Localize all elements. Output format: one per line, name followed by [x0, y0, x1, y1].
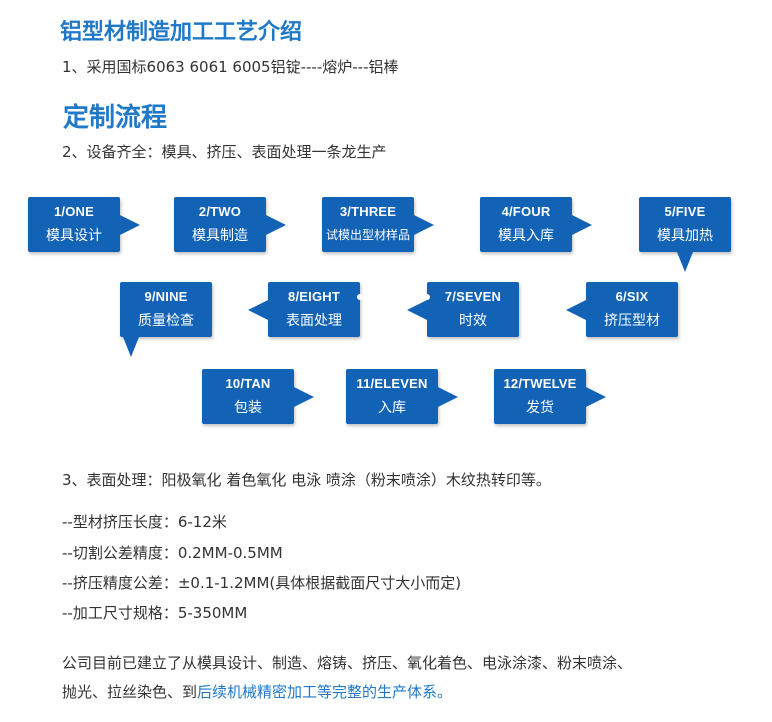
- step-3-number: 3/THREE: [339, 204, 397, 219]
- arrow-down-icon: [677, 252, 693, 272]
- step-5-number: 5/FIVE: [664, 204, 706, 219]
- spec-line: --挤压精度公差：±0.1-1.2MM(具体根据截面尺寸大小而定): [62, 574, 462, 592]
- step-11-number: 11/ELEVEN: [356, 376, 428, 391]
- arrow-right-icon: [266, 215, 286, 235]
- surface-treatment-line: 3、表面处理：阳极氧化 着色氧化 电泳 喷涂（粉末喷涂）木纹热转印等。: [62, 471, 551, 489]
- step-11-label: 入库: [378, 400, 406, 416]
- step-10: 10/TAN 包装: [202, 369, 294, 424]
- step-6: 6/SIX 挤压型材: [586, 282, 678, 337]
- arrow-right-icon: [294, 387, 314, 407]
- custom-process-heading: 定制流程: [63, 103, 168, 133]
- page-title: 铝型材制造加工工艺介绍: [60, 20, 303, 45]
- step-1: 1/ONE 模具设计: [28, 197, 120, 252]
- arrow-left-icon: [407, 300, 427, 320]
- step-6-number: 6/SIX: [615, 289, 649, 304]
- step-4-number: 4/FOUR: [501, 204, 551, 219]
- dot-marker: [424, 294, 430, 300]
- arrow-left-icon: [248, 300, 268, 320]
- summary-plain-text: 抛光、拉丝染色、到: [62, 683, 198, 701]
- arrow-down-icon: [123, 337, 139, 357]
- summary-highlight-text: 后续机械精密加工等完整的生产体系。: [197, 683, 453, 701]
- dot-marker: [357, 294, 363, 300]
- step-12: 12/TWELVE 发货: [494, 369, 586, 424]
- step-7-number: 7/SEVEN: [444, 289, 502, 304]
- step-1-label: 模具设计: [46, 228, 102, 244]
- arrow-right-icon: [586, 387, 606, 407]
- step-1-number: 1/ONE: [53, 204, 94, 219]
- step-12-label: 发货: [526, 400, 554, 416]
- step-5: 5/FIVE 模具加热: [639, 197, 731, 252]
- step-10-number: 10/TAN: [225, 376, 271, 391]
- step-3-label: 试模出型材样品: [325, 228, 410, 242]
- step-4: 4/FOUR 模具入库: [480, 197, 572, 252]
- step-3: 3/THREE 试模出型材样品: [322, 197, 414, 252]
- spec-line: --型材挤压长度：6-12米: [62, 513, 227, 531]
- step-11: 11/ELEVEN 入库: [346, 369, 438, 424]
- arrow-right-icon: [414, 215, 434, 235]
- step-8: 8/EIGHT 表面处理: [268, 282, 363, 337]
- step-8-label: 表面处理: [286, 313, 342, 329]
- arrow-right-icon: [572, 215, 592, 235]
- spec-line: --切割公差精度：0.2MM-0.5MM: [62, 544, 283, 562]
- arrow-left-icon: [566, 300, 586, 320]
- arrow-right-icon: [120, 215, 140, 235]
- step-7-label: 时效: [459, 313, 487, 329]
- step-7: 7/SEVEN 时效: [424, 282, 519, 337]
- summary-line-2: 抛光、拉丝染色、到后续机械精密加工等完整的生产体系。: [62, 681, 452, 702]
- summary-line-1: 公司目前已建立了从模具设计、制造、熔铸、挤压、氧化着色、电泳涂漆、粉末喷涂、: [62, 654, 633, 672]
- spec-line: --加工尺寸规格：5-350MM: [62, 604, 248, 622]
- step-5-label: 模具加热: [657, 228, 713, 244]
- step-6-label: 挤压型材: [604, 313, 660, 329]
- step-2: 2/TWO 模具制造: [174, 197, 266, 252]
- step-9-label: 质量检查: [138, 313, 194, 329]
- equipment-line: 2、设备齐全：模具、挤压、表面处理一条龙生产: [62, 143, 387, 161]
- step-9-number: 9/NINE: [144, 289, 188, 304]
- step-8-number: 8/EIGHT: [288, 289, 340, 304]
- material-line: 1、采用国标6063 6061 6005铝锭----熔炉---铝棒: [62, 58, 399, 76]
- arrow-right-icon: [438, 387, 458, 407]
- step-2-number: 2/TWO: [198, 204, 242, 219]
- step-12-number: 12/TWELVE: [503, 376, 577, 391]
- step-2-label: 模具制造: [192, 228, 248, 244]
- step-10-label: 包装: [234, 400, 262, 416]
- step-9: 9/NINE 质量检查: [120, 282, 212, 337]
- step-4-label: 模具入库: [498, 228, 554, 244]
